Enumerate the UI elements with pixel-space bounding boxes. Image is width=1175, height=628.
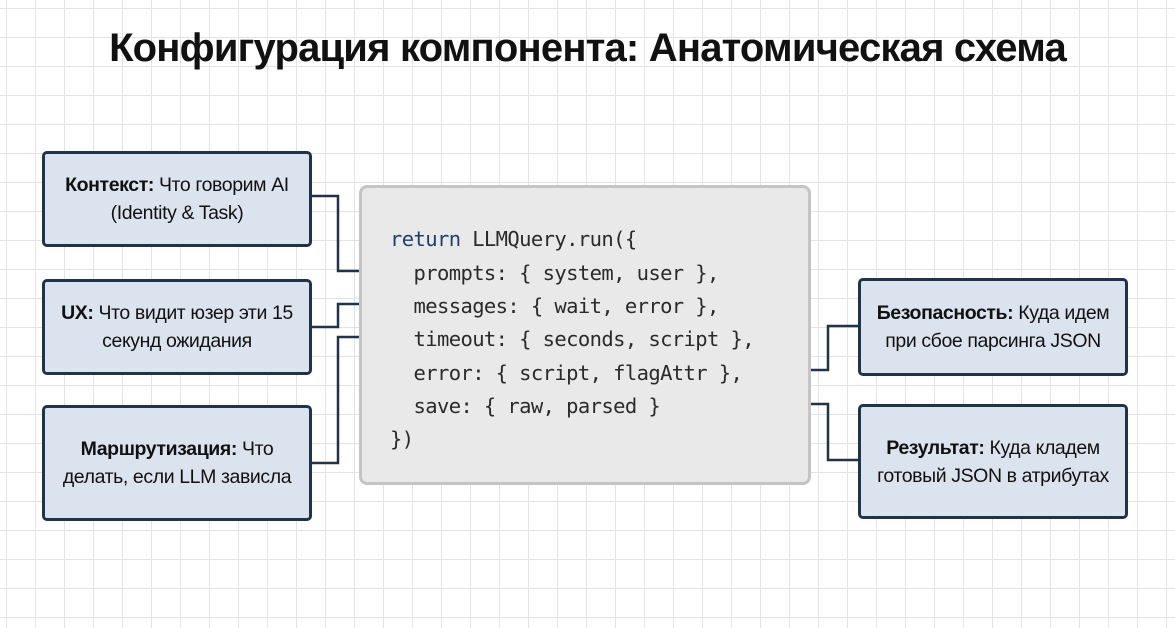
code-panel: return LLMQuery.run({ prompts: { system,… — [359, 185, 811, 485]
annotation-text: Что видит юзер эти 15 секунд ожидания — [93, 302, 294, 352]
annotation-result: Результат: Куда кладем готовый JSON в ат… — [858, 404, 1128, 519]
annotation-label: Безопасность: — [876, 302, 1014, 324]
annotation-context: Контекст: Что говорим AI (Identity & Tas… — [42, 151, 312, 247]
annotation-text: Куда идем при сбое парсинга JSON — [885, 302, 1110, 352]
code-line-2: prompts: { system, user }, — [390, 261, 719, 285]
annotation-safety: Безопасность: Куда идем при сбое парсинг… — [858, 278, 1128, 376]
code-line-1: return LLMQuery.run({ — [390, 226, 637, 252]
code-line-3: messages: { wait, error }, — [390, 294, 719, 318]
page-title: Конфигурация компонента: Анатомическая с… — [109, 26, 1067, 70]
code-line-4: timeout: { seconds, script }, — [390, 327, 755, 351]
annotation-label: Маршрутизация: — [80, 438, 238, 460]
annotation-label: UX: — [61, 302, 94, 324]
code-line-text: LLMQuery.run({ — [460, 227, 637, 251]
code-line-6: save: { raw, parsed } — [390, 394, 661, 418]
annotation-text: Что говорим AI (Identity & Task) — [110, 174, 290, 224]
code-line-5: error: { script, flagAttr }, — [390, 361, 743, 385]
annotation-text: Куда кладем готовый JSON в атрибутах — [877, 436, 1109, 487]
annotation-label: Результат: — [886, 436, 985, 459]
annotation-ux: UX: Что видит юзер эти 15 секунд ожидани… — [42, 279, 312, 375]
annotation-label: Контекст: — [65, 174, 154, 196]
code-line-7: }) — [390, 427, 414, 451]
code-keyword: return — [390, 227, 461, 251]
annotation-routing: Маршрутизация: Что делать, если LLM зави… — [42, 405, 312, 521]
annotation-text: Что делать, если LLM зависла — [62, 438, 292, 488]
